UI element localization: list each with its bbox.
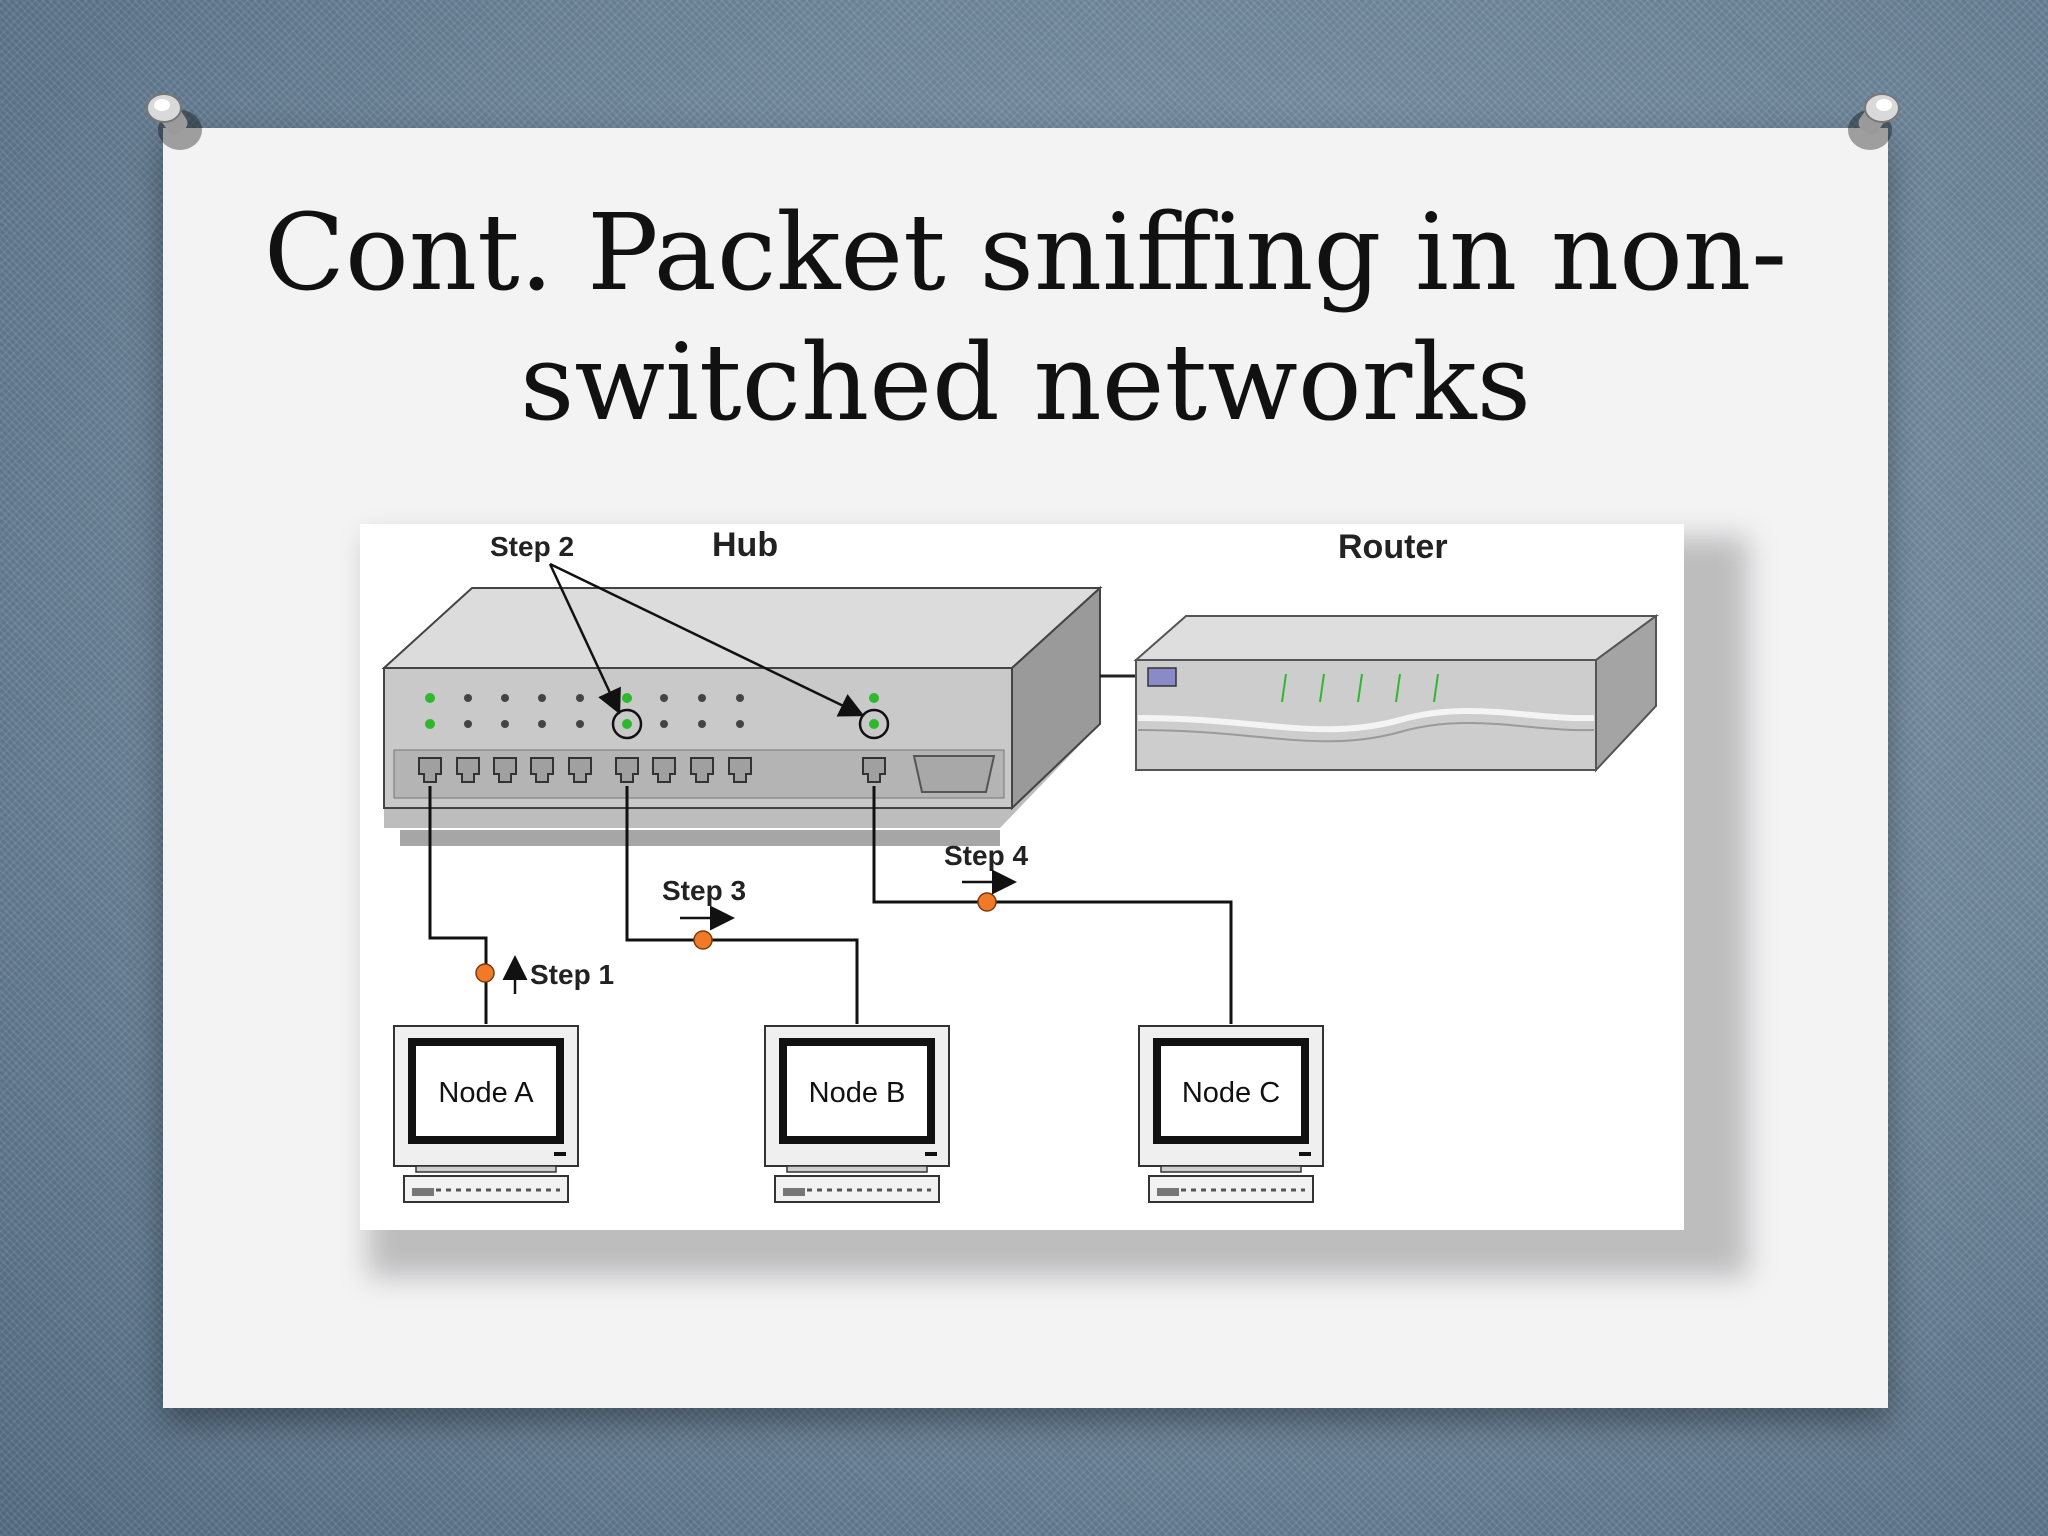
slide-title: Cont. Packet sniffing in non- switched n… [163,188,1888,448]
hub-led [425,719,435,729]
push-pin-icon [146,93,202,150]
packet-dot [977,892,997,912]
hub-icon [381,585,1103,846]
hub-port [862,757,886,783]
hub-led [736,720,744,728]
title-line-1: Cont. Packet sniffing in non- [263,191,1788,314]
hub-led [576,720,584,728]
step1-label: Step 1 [530,959,614,990]
hub-led [622,719,632,729]
packet-dot [693,930,713,950]
diagram-canvas: Step 2 Hub Router [381,526,1660,1203]
hub-led [464,720,472,728]
hub-led [501,720,509,728]
hub-port [568,757,592,783]
push-pin-icon [1848,93,1900,150]
hub-led [576,694,584,702]
hub-led [501,694,509,702]
computer-icon: Node A [393,1025,579,1203]
cable-node-b [625,786,859,1024]
hub-ports [418,757,886,783]
step4-label: Step 4 [944,840,1028,871]
hub-port [728,757,752,783]
arrow-icon [549,562,865,717]
step3-label: Step 3 [662,875,746,906]
node-label: Node C [1182,1077,1280,1109]
hub-led [660,694,668,702]
title-line-2: switched networks [520,321,1531,444]
hub-leds [425,693,879,729]
hub-led [698,720,706,728]
hub-led [464,694,472,702]
hub-port [652,757,676,783]
router-icon [1133,614,1660,773]
hub-led [869,719,879,729]
hub-led [425,693,435,703]
hub-led [622,693,632,703]
hub-label: Hub [712,526,778,564]
hub-port [493,757,517,783]
cable-node-c [872,786,1233,1024]
hub-led [869,693,879,703]
node-label: Node A [438,1077,534,1109]
hub-led [538,720,546,728]
computers: Node A Node B Node C [393,1025,1324,1203]
hub-port [418,757,442,783]
hub-led [698,694,706,702]
led-highlight [611,708,643,740]
hub-port [615,757,639,783]
hub-led [660,720,668,728]
led-highlight [858,708,890,740]
hub-port [690,757,714,783]
arrow-icon [548,563,621,715]
hub-led [736,694,744,702]
packet-dot [475,963,495,983]
computer-icon: Node B [764,1025,950,1203]
hub-port [456,757,480,783]
node-label: Node B [809,1077,906,1109]
network-diagram: Step 2 Hub Router [360,524,1684,1230]
computer-icon: Node C [1138,1025,1324,1203]
hub-led [538,694,546,702]
router-label: Router [1338,528,1448,566]
step2-label: Step 2 [490,531,574,562]
hub-port [530,757,554,783]
